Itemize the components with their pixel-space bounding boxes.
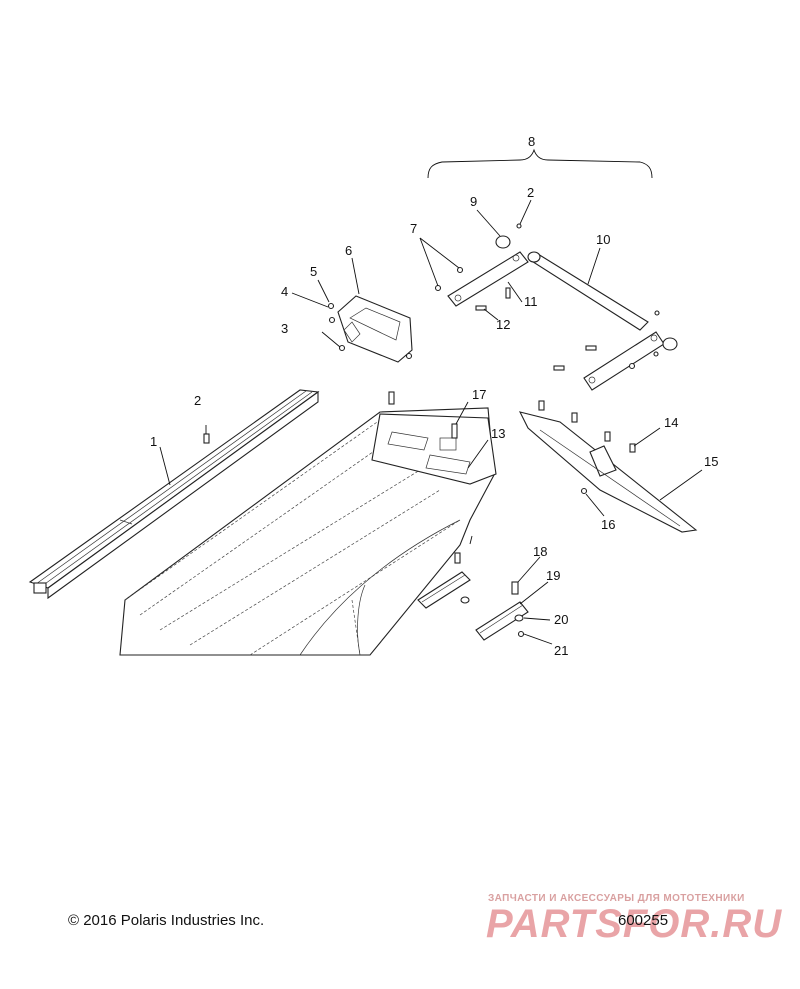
rear-arm-assembly (434, 223, 678, 391)
callout-2-rail: 2 (194, 393, 201, 408)
callout-8: 8 (528, 134, 535, 149)
watermark-tagline: ЗАПЧАСТИ И АКСЕССУАРЫ ДЛЯ МОТОТЕХНИКИ (488, 893, 745, 904)
callout-16: 16 (601, 517, 615, 532)
callout-9: 9 (470, 194, 477, 209)
callout-6: 6 (345, 243, 352, 258)
rear-flap (518, 400, 698, 533)
callouts: 1 2 3 4 5 6 7 8 9 2 10 11 12 13 14 15 16… (150, 134, 718, 658)
callout-1: 1 (150, 434, 157, 449)
callout-7: 7 (410, 221, 417, 236)
box-fasteners (327, 302, 413, 360)
rail-bolt (203, 425, 210, 444)
callout-15: 15 (704, 454, 718, 469)
callout-5: 5 (310, 264, 317, 279)
callout-21: 21 (554, 643, 568, 658)
figure-number: 600255 (618, 912, 669, 929)
callout-12: 12 (496, 317, 510, 332)
leader-lines (159, 148, 703, 645)
slide-rail (28, 389, 320, 600)
tunnel-bolt (388, 391, 458, 439)
runners (417, 552, 529, 641)
watermark-brand: PARTSFOR.RU (486, 902, 783, 946)
rear-bumper-plate (371, 413, 497, 485)
callout-19: 19 (546, 568, 560, 583)
callout-2-arm: 2 (527, 185, 534, 200)
callout-10: 10 (596, 232, 610, 247)
callout-14: 14 (664, 415, 678, 430)
storage-box (337, 295, 413, 363)
callout-4: 4 (281, 284, 288, 299)
callout-18: 18 (533, 544, 547, 559)
callout-13: 13 (491, 426, 505, 441)
copyright-text: © 2016 Polaris Industries Inc. (68, 912, 265, 929)
callout-3: 3 (281, 321, 288, 336)
callout-17: 17 (472, 387, 486, 402)
callout-11: 11 (524, 294, 538, 309)
callout-20: 20 (554, 612, 568, 627)
